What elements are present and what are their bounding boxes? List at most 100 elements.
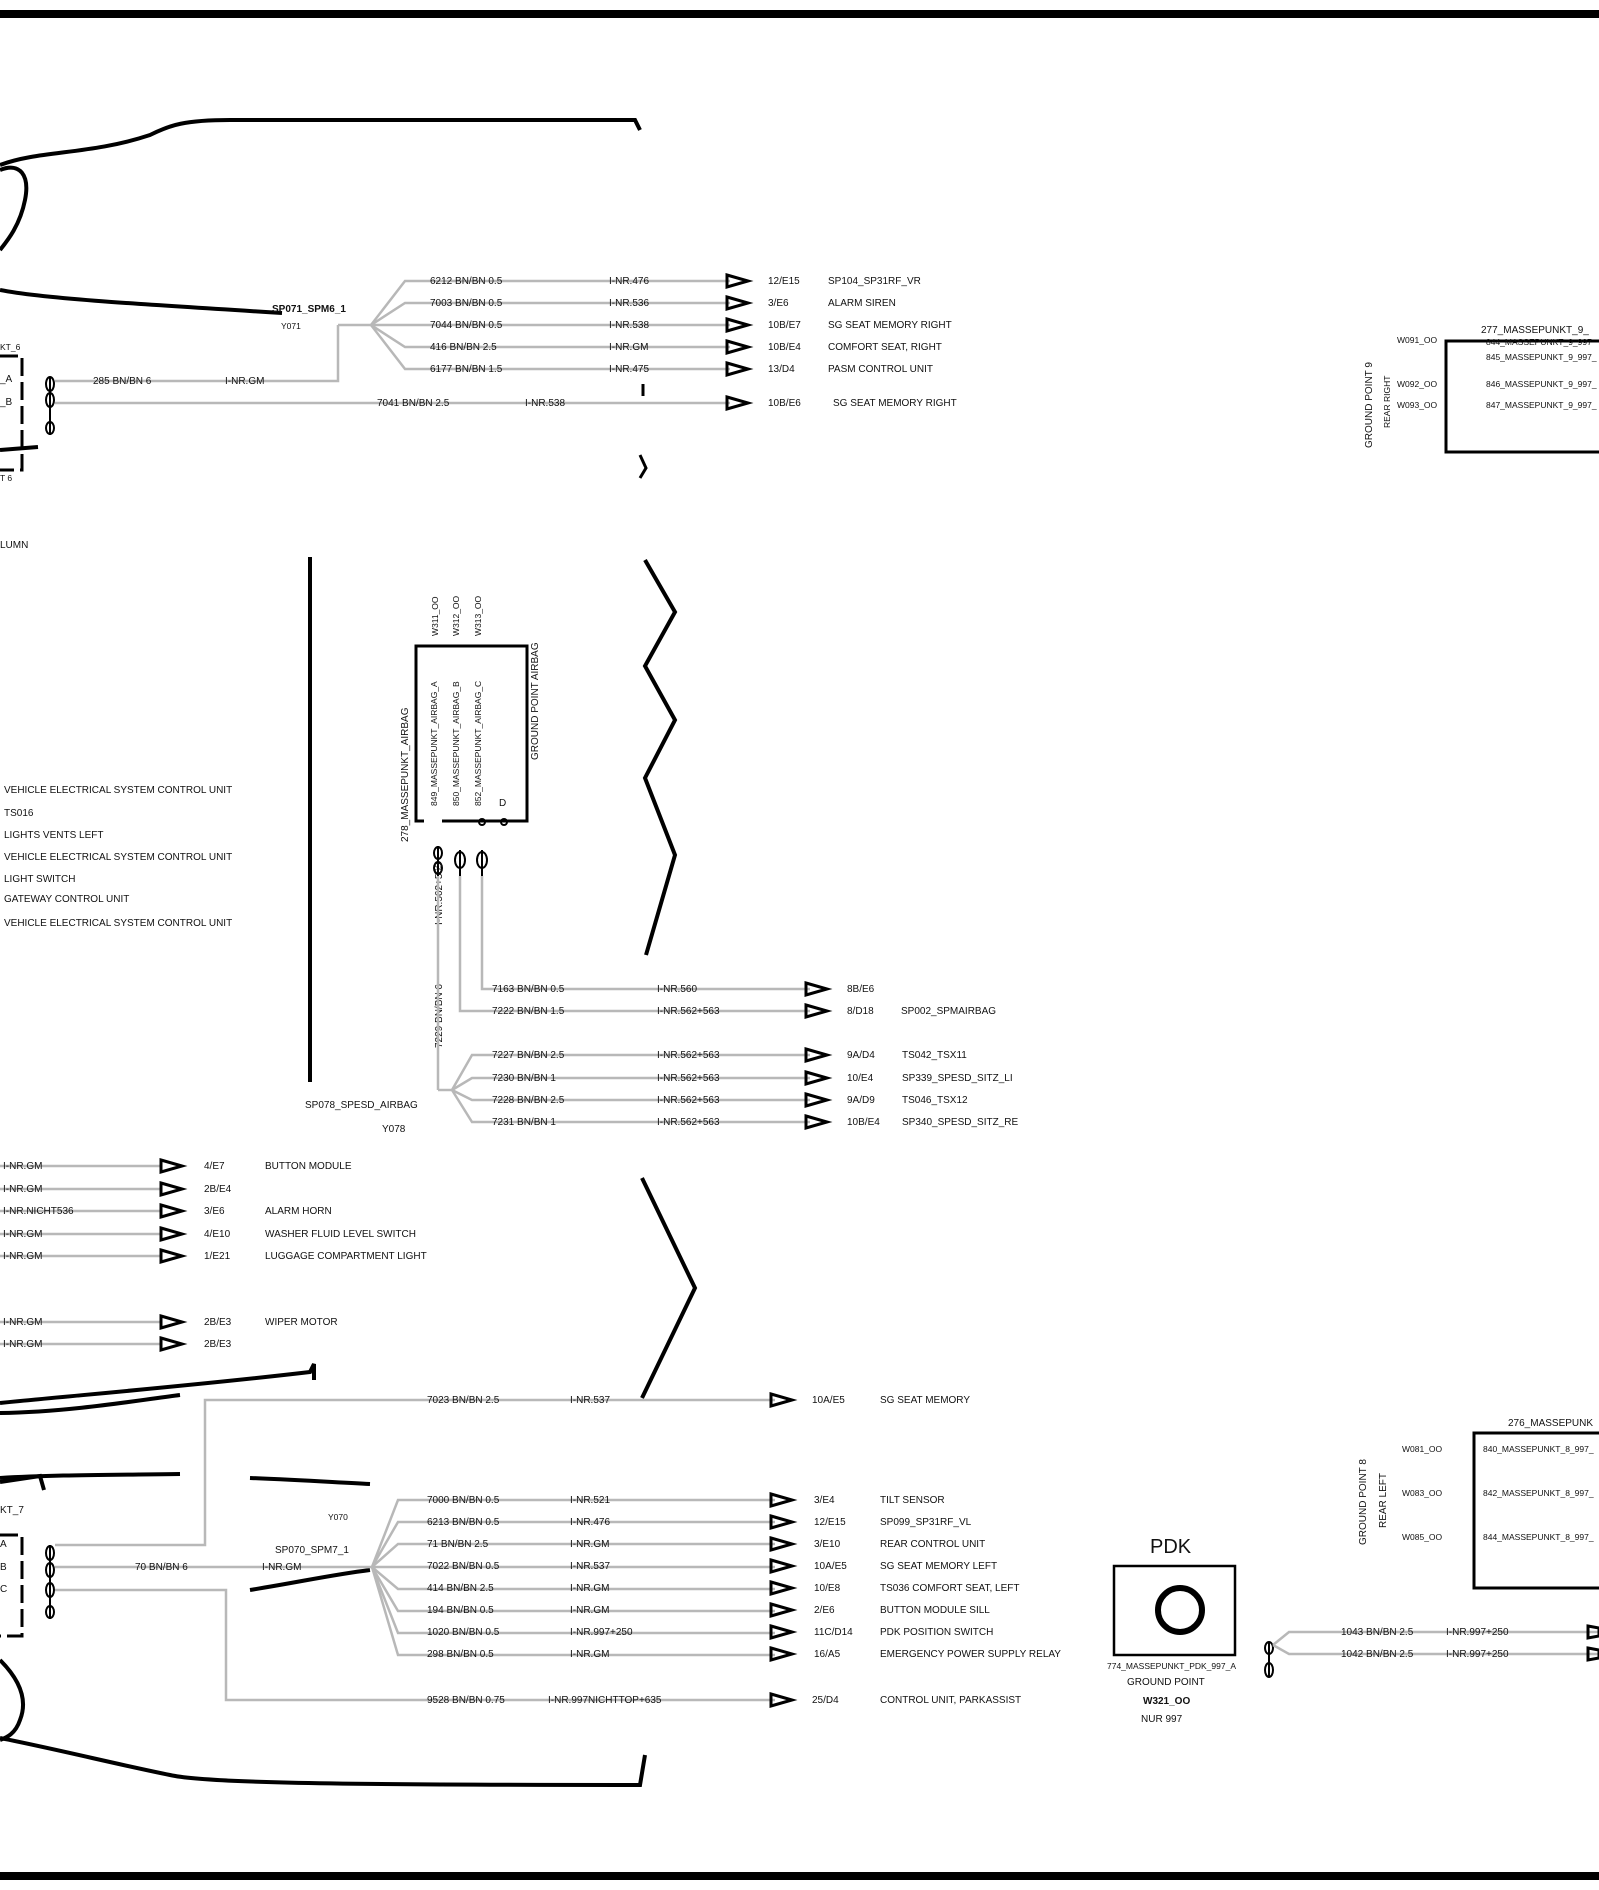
spm7-row-connector-arrow (769, 1580, 798, 1596)
spm7-row-conn: 12/E15 (814, 1517, 846, 1528)
spm6-row-wire: 6177 BN/BN 1.5 (430, 364, 503, 375)
airbag-fan-connector-arrow (804, 1114, 833, 1130)
spm7-row-conn: 10A/E5 (814, 1561, 847, 1572)
left-list-item: LIGHTS VENTS LEFT (4, 830, 103, 841)
airbag-splice-label: SP078_SPESD_AIRBAG (305, 1100, 418, 1111)
spm7-row-wire: 6213 BN/BN 0.5 (427, 1517, 500, 1528)
left-row-conn: 3/E6 (204, 1206, 225, 1217)
pdk-row-1-wire: 1042 BN/BN 2.5 (1341, 1649, 1414, 1660)
left-row-inr: I-NR.GM (3, 1339, 42, 1350)
pdk-title: PDK (1150, 1536, 1192, 1558)
airbag-left-inr: I-NR.562+563 (434, 862, 445, 925)
left-row-inr: I-NR.GM (3, 1184, 42, 1195)
spm7-row-inr: I-NR.476 (570, 1517, 610, 1528)
spm7-splice-code: Y070 (328, 1512, 348, 1522)
gp8-pin-wire: W081_OO (1402, 1444, 1443, 1454)
airbag-direct-inr: I-NR.560 (657, 984, 697, 995)
spm6-section: KT_6 _A _B T 6 285 BN/BN 6 I-NR.GM SP071… (0, 273, 957, 551)
spm7-section: KT_7 A B C 70 BN/BN 6 I-NR.GM SP070_SPM7… (0, 1392, 1061, 1708)
gp8-side2: REAR LEFT (1378, 1473, 1389, 1528)
spm6-row-conn: 13/D4 (768, 364, 795, 375)
spm6-row-wire: 7044 BN/BN 0.5 (430, 320, 503, 331)
left-destination-list: VEHICLE ELECTRICAL SYSTEM CONTROL UNITTS… (4, 785, 232, 929)
pdk-code: W321_OO (1143, 1696, 1190, 1707)
pdk-row-0-inr: I-NR.997+250 (1446, 1627, 1509, 1638)
airbag-ground-box (414, 644, 529, 823)
airbag-fan-connector-arrow (804, 1070, 833, 1086)
pdk-label: GROUND POINT (1127, 1677, 1205, 1688)
spm6-row-connector-arrow (725, 273, 754, 289)
spm6-row-wire: 6212 BN/BN 0.5 (430, 276, 503, 287)
gp9-side2: REAR RIGHT (1382, 376, 1392, 428)
spm7-row-dest: SG SEAT MEMORY LEFT (880, 1561, 997, 1572)
ground-point-9: 277_MASSEPUNKT_9_ 844_MASSEPUNKT_9_997 G… (1364, 325, 1599, 454)
left-row-inr: I-NR.GM (3, 1317, 42, 1328)
airbag-fan-inr: I-NR.562+563 (657, 1050, 720, 1061)
left-row-conn: 4/E7 (204, 1161, 225, 1172)
spm7-row-inr: I-NR.521 (570, 1495, 610, 1506)
spm6-bypass-dest: SG SEAT MEMORY RIGHT (833, 398, 957, 409)
gp8-pin-wire: W083_OO (1402, 1488, 1443, 1498)
vehicle-outline (0, 118, 698, 1788)
gp8-pin-label: 844_MASSEPUNKT_8_997_ (1483, 1532, 1594, 1542)
airbag-fan-conn: 10B/E4 (847, 1117, 880, 1128)
airbag-fan-wire: 7231 BN/BN 1 (492, 1117, 556, 1128)
airbag-wire-w311: W311_OO (430, 596, 440, 636)
spm6-row-connector-arrow (725, 361, 754, 377)
spm6-row-connector-arrow (725, 295, 754, 311)
airbag-section: W311_OO W312_OO W313_OO 278_MASSEPUNKT_A… (305, 595, 1018, 1135)
spm6-row-dest: PASM CONTROL UNIT (828, 364, 933, 375)
gp9-title: 277_MASSEPUNKT_9_ (1481, 325, 1589, 336)
airbag-fan-connector-arrow (804, 1092, 833, 1108)
gp8-side: GROUND POINT 8 (1358, 1459, 1369, 1545)
spm7-row-dest: EMERGENCY POWER SUPPLY RELAY (880, 1649, 1061, 1660)
left-row-conn: 2B/E4 (204, 1184, 232, 1195)
left-row-conn: 2B/E3 (204, 1339, 232, 1350)
spm7-bottom-dest: CONTROL UNIT, PARKASSIST (880, 1695, 1021, 1706)
airbag-fan-dest: SP339_SPESD_SITZ_LI (902, 1073, 1013, 1084)
airbag-direct-wire: 7163 BN/BN 0.5 (492, 984, 565, 995)
spm7-row-connector-arrow (769, 1602, 798, 1618)
gp9-pin-label: 845_MASSEPUNKT_9_997_ (1486, 352, 1597, 362)
left-row-inr: I-NR.GM (3, 1229, 42, 1240)
airbag-fan-wire: 7227 BN/BN 2.5 (492, 1050, 565, 1061)
gp9-side: GROUND POINT 9 (1364, 362, 1375, 448)
spm7-row-connector-arrow (769, 1624, 798, 1640)
spm7-row-dest: REAR CONTROL UNIT (880, 1539, 985, 1550)
gp8-pin-wire: W085_OO (1402, 1532, 1443, 1542)
airbag-wire-w312: W312_OO (451, 595, 461, 636)
spm6-pin-a: _A (0, 374, 13, 385)
left-list-item: LIGHT SWITCH (4, 874, 75, 885)
spm7-row-inr: I-NR.GM (570, 1605, 609, 1616)
spm6-row-wire: 416 BN/BN 2.5 (430, 342, 497, 353)
left-row-dest: BUTTON MODULE (265, 1161, 352, 1172)
spm7-partial-top: KT_7 (0, 1505, 24, 1516)
spm7-row-conn: 16/A5 (814, 1649, 841, 1660)
top-border (0, 10, 1599, 18)
left-row-inr: I-NR.GM (3, 1161, 42, 1172)
spm6-row-inr: I-NR.536 (609, 298, 649, 309)
spm6-row-dest: COMFORT SEAT, RIGHT (828, 342, 942, 353)
airbag-fan-dest: SP340_SPESD_SITZ_RE (902, 1117, 1018, 1128)
spm7-row-connector-arrow (769, 1558, 798, 1574)
left-row-inr: I-NR.NICHT536 (3, 1206, 74, 1217)
gp9-pin-wire: W091_OO (1397, 335, 1438, 345)
airbag-ring-terminals (433, 846, 488, 876)
airbag-wire-w313: W313_OO (473, 595, 483, 636)
spm7-row-conn: 11C/D14 (814, 1627, 853, 1638)
ground-point-8: 276_MASSEPUNK GROUND POINT 8 REAR LEFT W… (1358, 1418, 1599, 1590)
left-row-dest: ALARM HORN (265, 1206, 332, 1217)
gp8-pin-label: 842_MASSEPUNKT_8_997_ (1483, 1488, 1594, 1498)
spm7-pin-a: A (0, 1539, 7, 1550)
spm7-ring-terminal (45, 1545, 55, 1619)
left-list-item: GATEWAY CONTROL UNIT (4, 894, 129, 905)
spm7-row-conn: 10/E8 (814, 1583, 841, 1594)
airbag-splice-code: Y078 (382, 1124, 406, 1135)
spm6-row-connector-arrow (725, 339, 754, 355)
spm7-row-connector-arrow (769, 1492, 798, 1508)
left-list-item: TS016 (4, 808, 34, 819)
airbag-direct-inr: I-NR.562+563 (657, 1006, 720, 1017)
